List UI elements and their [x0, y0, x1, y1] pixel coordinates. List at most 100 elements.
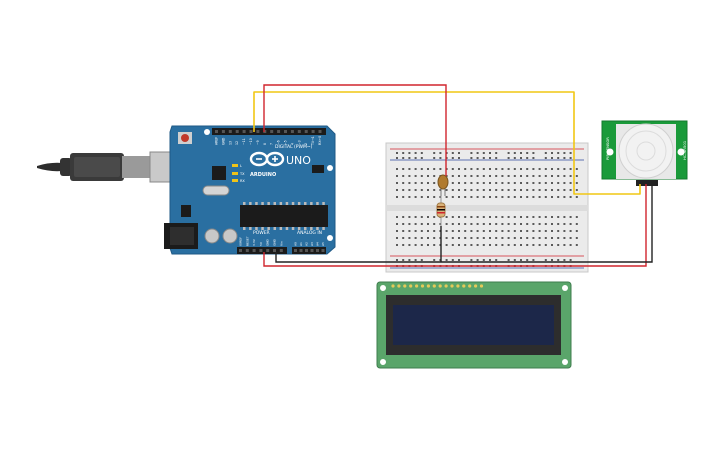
- breadboard-hole[interactable]: [433, 244, 436, 246]
- breadboard-hole[interactable]: [544, 223, 547, 225]
- breadboard-hole[interactable]: [433, 168, 436, 170]
- breadboard-rail-hole[interactable]: [489, 259, 491, 261]
- breadboard-rail-hole[interactable]: [557, 152, 560, 154]
- breadboard-hole[interactable]: [482, 175, 485, 177]
- breadboard-rail-hole[interactable]: [551, 152, 553, 154]
- power-pin[interactable]: [252, 249, 256, 252]
- breadboard-hole[interactable]: [544, 168, 547, 170]
- breadboard-hole[interactable]: [569, 237, 572, 239]
- breadboard-hole[interactable]: [396, 237, 398, 239]
- breadboard-hole[interactable]: [544, 196, 547, 198]
- lcd-pin[interactable]: [420, 284, 425, 288]
- breadboard-hole[interactable]: [507, 223, 510, 225]
- breadboard-rail-hole[interactable]: [563, 259, 566, 261]
- breadboard-hole[interactable]: [544, 189, 547, 191]
- digital-pin[interactable]: [221, 130, 225, 133]
- breadboard-hole[interactable]: [557, 182, 560, 184]
- breadboard-hole[interactable]: [433, 237, 436, 239]
- breadboard-hole[interactable]: [520, 237, 522, 239]
- breadboard-rail-hole[interactable]: [420, 152, 423, 154]
- breadboard-hole[interactable]: [551, 189, 553, 191]
- breadboard-hole[interactable]: [427, 230, 429, 232]
- breadboard-hole[interactable]: [575, 230, 578, 232]
- lcd-pin[interactable]: [479, 284, 484, 288]
- breadboard-hole[interactable]: [427, 237, 429, 239]
- breadboard-hole[interactable]: [557, 175, 560, 177]
- breadboard-hole[interactable]: [495, 189, 498, 191]
- breadboard-rail-hole[interactable]: [433, 259, 436, 261]
- lcd-pin[interactable]: [450, 284, 454, 288]
- breadboard-hole[interactable]: [495, 223, 498, 225]
- breadboard-hole[interactable]: [476, 196, 479, 198]
- breadboard-hole[interactable]: [526, 196, 529, 198]
- breadboard-hole[interactable]: [427, 182, 429, 184]
- breadboard-hole[interactable]: [464, 216, 467, 218]
- digital-pin[interactable]: [304, 130, 308, 133]
- lcd-pin[interactable]: [409, 284, 413, 288]
- breadboard-hole[interactable]: [532, 189, 535, 191]
- breadboard-hole[interactable]: [414, 175, 417, 177]
- breadboard-hole[interactable]: [563, 230, 566, 232]
- breadboard-hole[interactable]: [532, 182, 535, 184]
- breadboard-rail-hole[interactable]: [408, 152, 411, 154]
- breadboard-hole[interactable]: [538, 237, 541, 239]
- breadboard-rail-hole[interactable]: [402, 157, 405, 159]
- breadboard-hole[interactable]: [402, 223, 405, 225]
- breadboard-rail-hole[interactable]: [526, 152, 529, 154]
- breadboard-hole[interactable]: [489, 189, 491, 191]
- breadboard-hole[interactable]: [445, 223, 448, 225]
- breadboard-hole[interactable]: [408, 216, 411, 218]
- breadboard-hole[interactable]: [482, 196, 485, 198]
- breadboard-hole[interactable]: [420, 216, 423, 218]
- breadboard-hole[interactable]: [482, 182, 485, 184]
- breadboard-hole[interactable]: [414, 237, 417, 239]
- breadboard-rail-hole[interactable]: [551, 259, 553, 261]
- analog-pin[interactable]: [299, 249, 303, 252]
- lcd-pin[interactable]: [391, 284, 395, 288]
- breadboard-rail-hole[interactable]: [433, 157, 436, 159]
- digital-pin[interactable]: [228, 130, 232, 133]
- breadboard-hole[interactable]: [414, 230, 417, 232]
- breadboard-hole[interactable]: [544, 216, 547, 218]
- breadboard-hole[interactable]: [557, 230, 560, 232]
- breadboard-rail-hole[interactable]: [557, 259, 560, 261]
- breadboard-hole[interactable]: [396, 216, 398, 218]
- breadboard-hole[interactable]: [476, 168, 479, 170]
- digital-pin[interactable]: [277, 130, 281, 133]
- breadboard-rail-hole[interactable]: [507, 259, 510, 261]
- breadboard-hole[interactable]: [575, 189, 578, 191]
- breadboard-hole[interactable]: [408, 244, 411, 246]
- breadboard-hole[interactable]: [458, 175, 460, 177]
- digital-pin[interactable]: [249, 130, 253, 133]
- breadboard-rail-hole[interactable]: [414, 157, 417, 159]
- breadboard-rail-hole[interactable]: [520, 259, 522, 261]
- breadboard-hole[interactable]: [408, 196, 411, 198]
- breadboard-rail-hole[interactable]: [513, 157, 516, 159]
- breadboard-hole[interactable]: [420, 230, 423, 232]
- breadboard-hole[interactable]: [445, 230, 448, 232]
- breadboard-hole[interactable]: [551, 182, 553, 184]
- breadboard-rail-hole[interactable]: [513, 259, 516, 261]
- breadboard-hole[interactable]: [551, 223, 553, 225]
- breadboard-hole[interactable]: [464, 223, 467, 225]
- breadboard-hole[interactable]: [507, 244, 510, 246]
- resistor-component[interactable]: [436, 196, 446, 226]
- breadboard-rail-hole[interactable]: [526, 157, 529, 159]
- breadboard-hole[interactable]: [507, 196, 510, 198]
- breadboard-hole[interactable]: [551, 230, 553, 232]
- breadboard-hole[interactable]: [557, 216, 560, 218]
- power-pin[interactable]: [245, 249, 249, 252]
- breadboard-hole[interactable]: [495, 237, 498, 239]
- breadboard-hole[interactable]: [569, 223, 572, 225]
- breadboard-rail-hole[interactable]: [433, 152, 436, 154]
- breadboard-hole[interactable]: [520, 196, 522, 198]
- breadboard-hole[interactable]: [470, 230, 473, 232]
- breadboard-rail-hole[interactable]: [569, 259, 572, 261]
- digital-pin[interactable]: [242, 130, 246, 133]
- breadboard-hole[interactable]: [402, 168, 405, 170]
- breadboard[interactable]: [385, 142, 589, 273]
- breadboard-hole[interactable]: [526, 216, 529, 218]
- analog-pin[interactable]: [310, 249, 314, 252]
- breadboard-hole[interactable]: [569, 230, 572, 232]
